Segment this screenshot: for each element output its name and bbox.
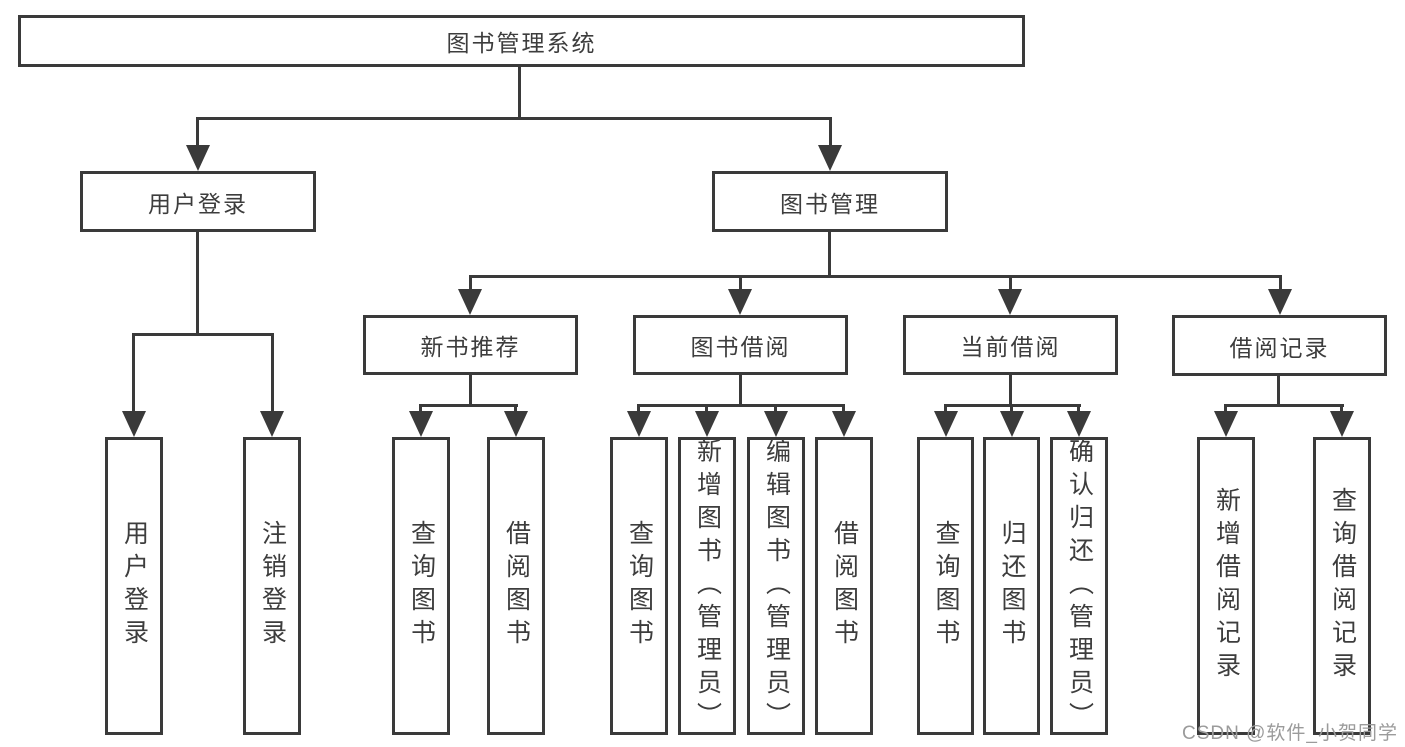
leaf-label: 归还图书 xyxy=(998,520,1026,652)
leaf-label: 编辑图书（管理员） xyxy=(762,437,791,735)
connector-root-hline xyxy=(196,117,832,120)
node-user-login: 用户登录 xyxy=(80,171,316,232)
connector-userlogin-stem xyxy=(271,333,274,413)
arrowhead-down-icon xyxy=(1214,411,1238,437)
arrowhead-down-icon xyxy=(186,145,210,171)
leaf-query-borrow-record: 查询借阅记录 xyxy=(1313,437,1371,735)
arrowhead-down-icon xyxy=(818,145,842,171)
arrowhead-down-icon xyxy=(122,411,146,437)
connector-root-left-stem xyxy=(196,117,199,149)
connector-bookborrow-stub xyxy=(739,375,742,406)
connector-bookmgmt-hline xyxy=(469,275,1282,278)
node-current-borrowing: 当前借阅 xyxy=(903,315,1118,375)
node-borrowing-records: 借阅记录 xyxy=(1172,315,1387,376)
connector-borrowrecords-stub xyxy=(1277,375,1280,406)
arrowhead-down-icon xyxy=(832,411,856,437)
arrowhead-down-icon xyxy=(998,289,1022,315)
leaf-label: 新增借阅记录 xyxy=(1212,487,1241,685)
leaf-label: 查询图书 xyxy=(625,520,654,652)
leaf-add-borrow-record: 新增借阅记录 xyxy=(1197,437,1255,735)
connector-newbook-stub xyxy=(469,375,472,406)
leaf-label: 新增图书（管理员） xyxy=(693,437,722,735)
leaf-borrow-books-recommend: 借阅图书 xyxy=(487,437,545,735)
leaf-query-books-current: 查询图书 xyxy=(917,437,974,735)
connector-userlogin-hline xyxy=(132,333,274,336)
leaf-edit-book-admin: 编辑图书（管理员） xyxy=(747,437,805,735)
arrowhead-down-icon xyxy=(695,411,719,437)
connector-bookmgmt-stem xyxy=(1279,275,1282,293)
connector-borrowrecords-hline xyxy=(1224,404,1344,407)
leaf-query-books-recommend: 查询图书 xyxy=(392,437,450,735)
leaf-logout: 注销登录 xyxy=(243,437,301,735)
connector-bookborrow-hline xyxy=(637,404,845,407)
leaf-label: 查询图书 xyxy=(932,520,960,652)
arrowhead-down-icon xyxy=(728,289,752,315)
leaf-query-books-borrowing: 查询图书 xyxy=(610,437,668,735)
arrowhead-down-icon xyxy=(260,411,284,437)
leaf-label: 用户登录 xyxy=(120,520,149,652)
leaf-borrow-books-borrowing: 借阅图书 xyxy=(815,437,873,735)
node-library-management-system: 图书管理系统 xyxy=(18,15,1025,67)
connector-currentborrow-stub xyxy=(1009,375,1012,406)
csdn-watermark: CSDN @软件_小贺同学 xyxy=(1182,723,1398,744)
leaf-label: 查询借阅记录 xyxy=(1328,487,1357,685)
node-new-book-recommendation: 新书推荐 xyxy=(363,315,578,375)
connector-bookmgmt-stem xyxy=(469,275,472,293)
node-book-borrowing: 图书借阅 xyxy=(633,315,848,375)
connector-userlogin-stem xyxy=(132,333,135,413)
arrowhead-down-icon xyxy=(504,411,528,437)
connector-bookmgmt-stub xyxy=(828,232,831,277)
connector-userlogin-stub xyxy=(196,232,199,335)
leaf-label: 确认归还（管理员） xyxy=(1065,437,1094,735)
connector-root-stub xyxy=(518,67,521,119)
leaf-label: 借阅图书 xyxy=(502,520,531,652)
leaf-label: 注销登录 xyxy=(258,520,287,652)
connector-bookmgmt-stem xyxy=(1009,275,1012,293)
arrowhead-down-icon xyxy=(1268,289,1292,315)
leaf-confirm-return-admin: 确认归还（管理员） xyxy=(1050,437,1108,735)
leaf-user-login: 用户登录 xyxy=(105,437,163,735)
arrowhead-down-icon xyxy=(1330,411,1354,437)
connector-root-right-stem xyxy=(829,117,832,149)
leaf-add-book-admin: 新增图书（管理员） xyxy=(678,437,736,735)
arrowhead-down-icon xyxy=(934,411,958,437)
arrowhead-down-icon xyxy=(764,411,788,437)
connector-newbook-hline xyxy=(419,404,518,407)
arrowhead-down-icon xyxy=(627,411,651,437)
arrowhead-down-icon xyxy=(458,289,482,315)
leaf-label: 借阅图书 xyxy=(830,520,859,652)
arrowhead-down-icon xyxy=(409,411,433,437)
leaf-label: 查询图书 xyxy=(407,520,436,652)
arrowhead-down-icon xyxy=(1067,411,1091,437)
node-book-management: 图书管理 xyxy=(712,171,948,232)
connector-bookmgmt-stem xyxy=(739,275,742,293)
leaf-return-books: 归还图书 xyxy=(983,437,1040,735)
arrowhead-down-icon xyxy=(1000,411,1024,437)
